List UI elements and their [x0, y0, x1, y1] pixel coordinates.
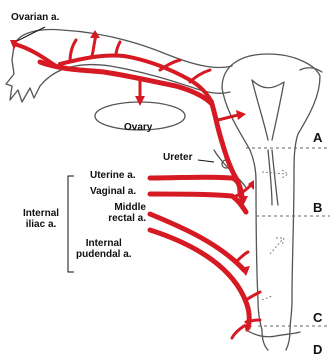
dashed-arrow-2 [270, 240, 282, 254]
arrowhead-uterine-side [236, 110, 246, 120]
anatomy-outlines [6, 30, 322, 350]
middle-rectal-artery [150, 214, 244, 270]
label-internal-pudendal-line1: Internal [76, 238, 132, 249]
label-middle-rectal: Middle rectal a. [84, 202, 146, 224]
level-c: C [313, 310, 322, 325]
label-ovary: Ovary [124, 122, 152, 133]
round-ligament-stub [300, 68, 322, 72]
iliac-bracket [68, 176, 74, 272]
uterine-artery [150, 177, 240, 192]
arrowhead-ovary [135, 96, 145, 106]
leader-ovarian [13, 27, 45, 43]
label-ureter: Ureter [163, 152, 192, 163]
level-b: B [313, 200, 322, 215]
label-internal-iliac: Internal iliac a. [16, 208, 66, 230]
label-uterine-artery: Uterine a. [90, 170, 136, 181]
tubal-branch-5 [190, 70, 210, 82]
tubo-ovarian-arcade [40, 62, 212, 104]
internal-pudendal-artery [150, 230, 249, 328]
middle-rectal-branch [236, 252, 248, 262]
label-middle-rectal-line1: Middle [84, 202, 146, 213]
leader-ureter [198, 160, 214, 162]
vagina-left-wall [256, 180, 262, 330]
uterine-cavity [252, 80, 284, 140]
label-ovarian-artery: Ovarian a. [11, 12, 59, 23]
label-internal-pudendal: Internal pudendal a. [76, 238, 132, 260]
label-internal-iliac-line2: iliac a. [16, 219, 66, 230]
dashed-arrow-3 [262, 296, 272, 300]
vaginal-artery [150, 194, 246, 212]
perineum [246, 330, 300, 350]
label-middle-rectal-line2: rectal a. [84, 213, 146, 224]
vagina-right-wall [290, 176, 294, 330]
pudendal-branch-2 [246, 320, 260, 322]
label-internal-pudendal-line2: pudendal a. [76, 249, 132, 260]
internal-arrows [262, 170, 288, 300]
level-a: A [313, 130, 322, 145]
cervical-canal [268, 150, 278, 205]
tubal-branch-2 [92, 36, 96, 56]
pudendal-branch-3 [232, 326, 244, 338]
level-d: D [313, 342, 322, 357]
label-internal-iliac-line1: Internal [16, 208, 66, 219]
dashed-arrowhead-2 [276, 238, 284, 246]
label-vaginal-artery: Vaginal a. [90, 186, 136, 197]
